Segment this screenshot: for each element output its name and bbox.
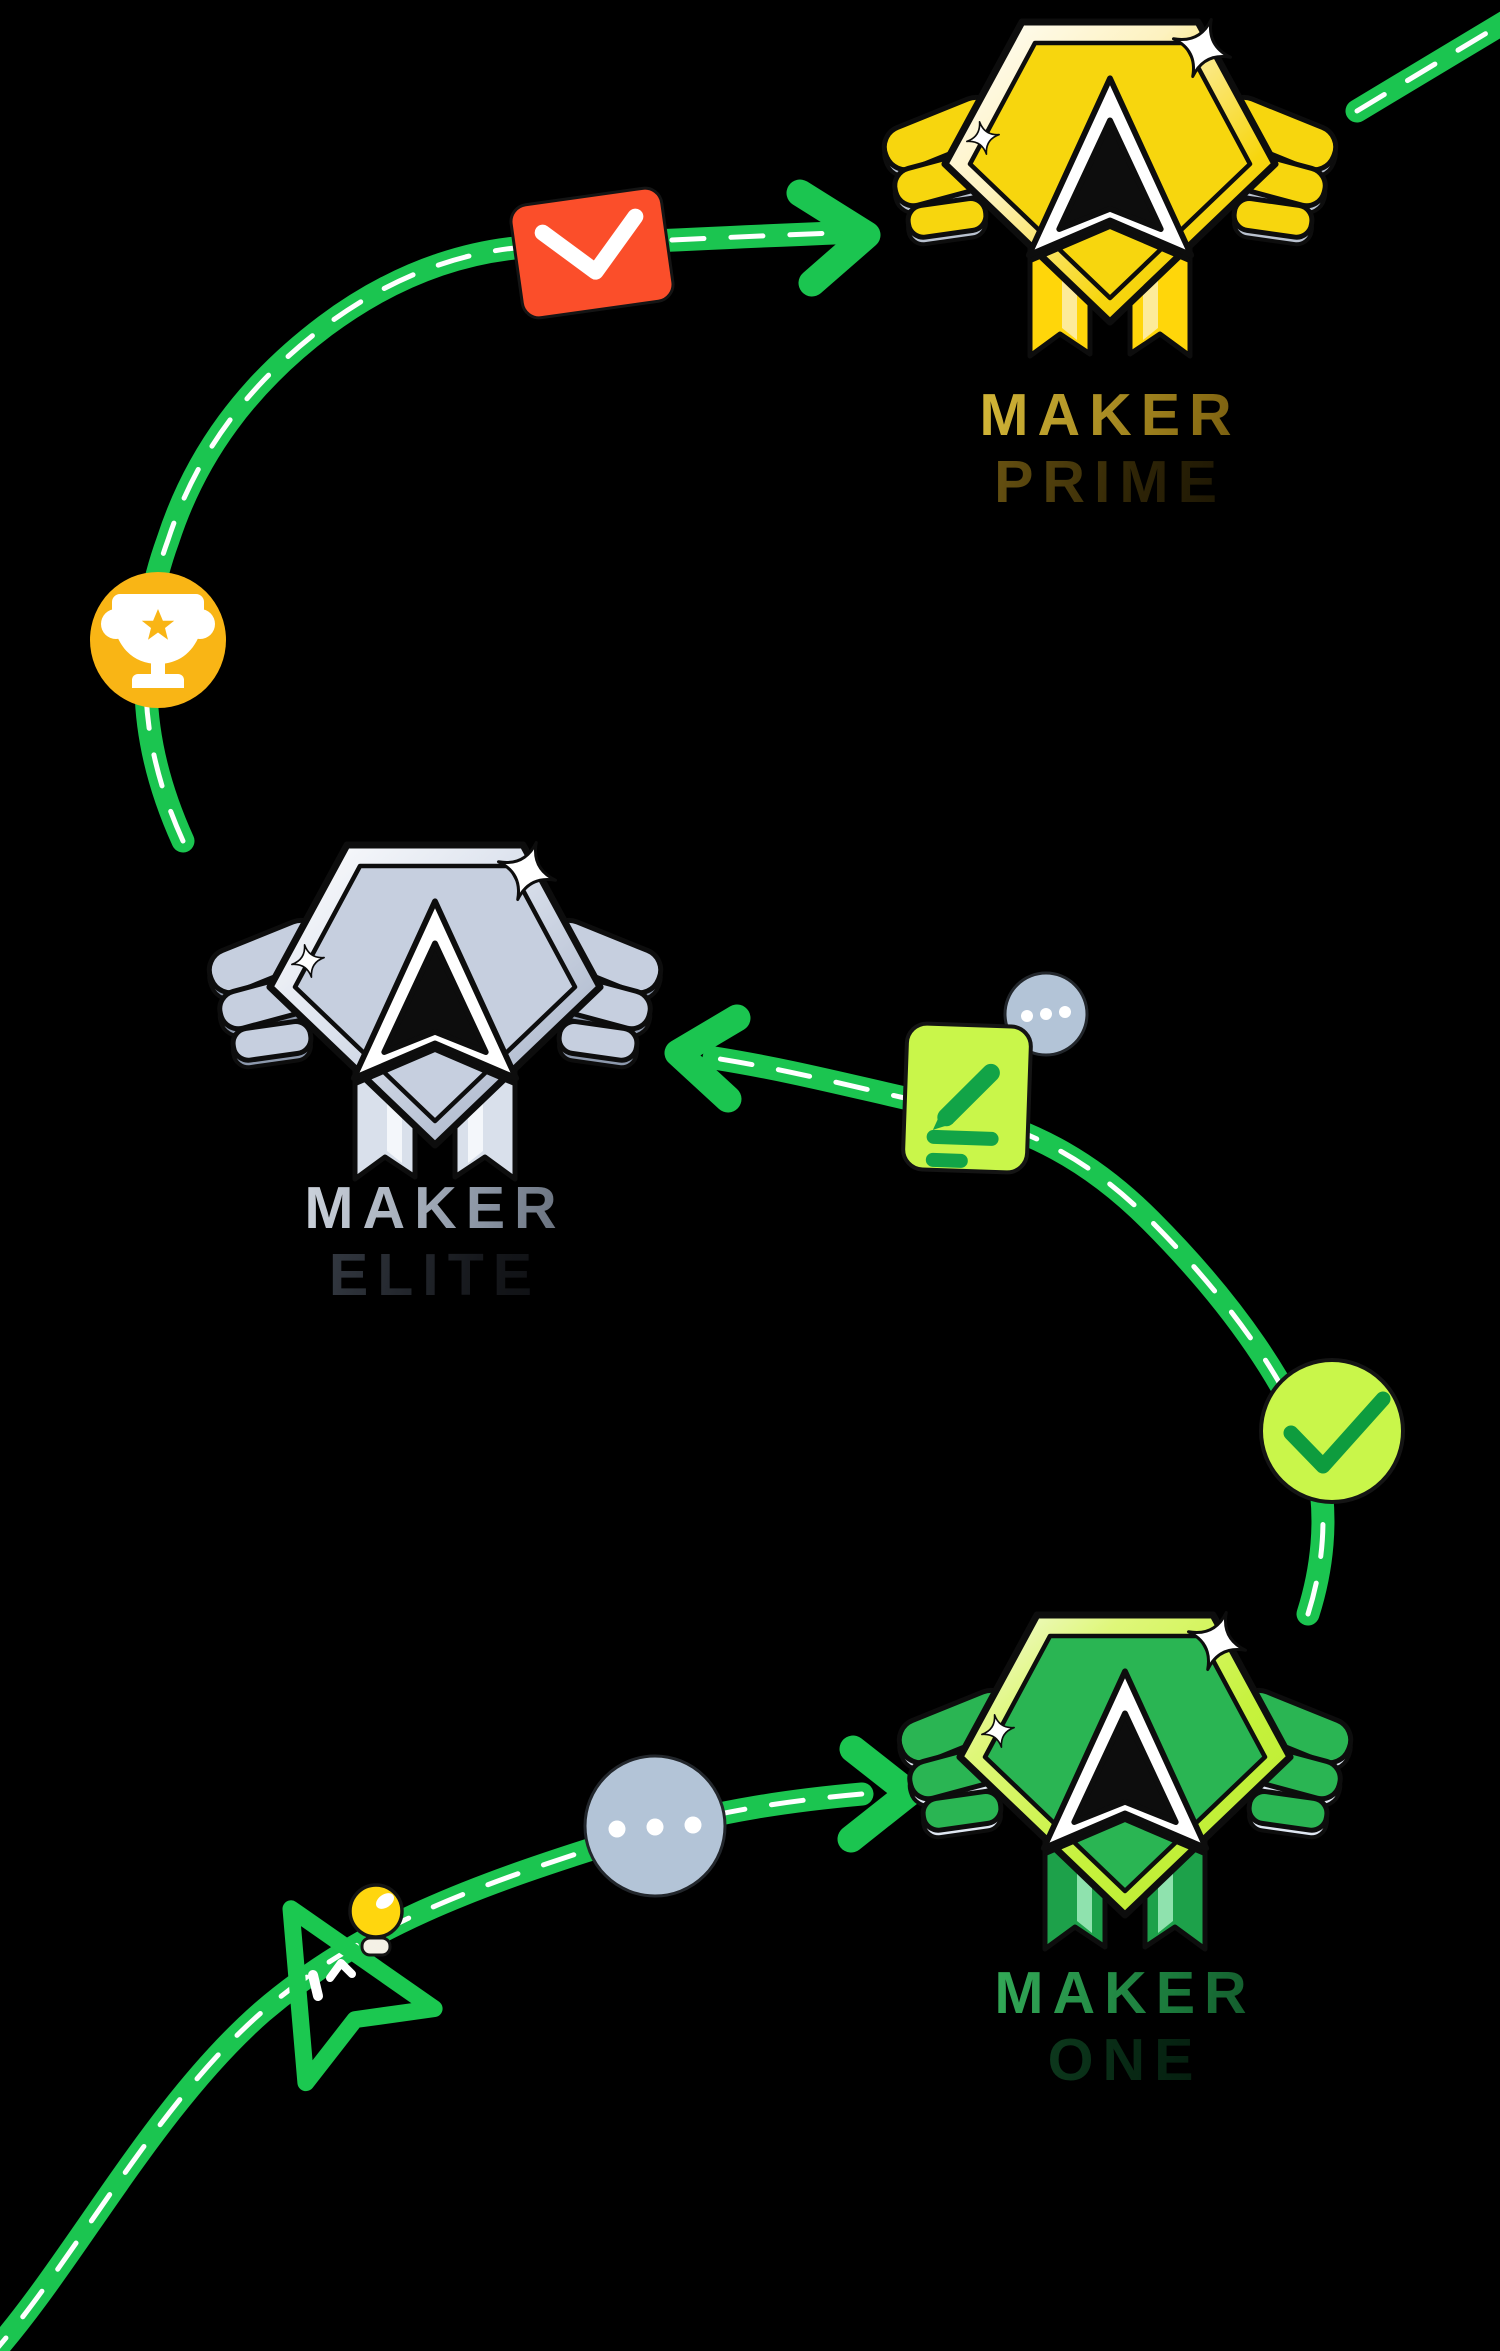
badge-label-maker-elite: MAKER ELITE: [205, 1175, 665, 1309]
badge-label-line1: MAKER: [895, 1960, 1355, 2027]
badge-maker-elite: [206, 840, 664, 1182]
sparkle-icon: [1186, 1610, 1248, 1672]
badge-maker-one: [896, 1610, 1354, 1952]
ellipsis-circle-large: [583, 1754, 727, 1898]
sparkle-icon: [496, 840, 558, 902]
sparkle-icon: [1171, 17, 1233, 79]
badge-label-line2: PRIME: [880, 449, 1340, 516]
path-arrowhead-to-prime: [786, 179, 881, 297]
maker-logo-icon: [1025, 75, 1195, 264]
note-pencil-icon: [901, 1021, 1033, 1175]
badge-label-line1: MAKER: [205, 1175, 665, 1242]
sparkle-icon: [981, 1714, 1015, 1748]
badge-label-maker-prime: MAKER PRIME: [880, 382, 1340, 516]
badge-label-line2: ONE: [895, 2027, 1355, 2094]
path-arrowhead-to-elite: [664, 1004, 751, 1113]
sparkle-icon: [291, 944, 325, 978]
wing-right-icon: [1219, 94, 1339, 247]
check-circle-icon: [1259, 1358, 1405, 1504]
maker-logo-icon: [1040, 1668, 1210, 1857]
badge-maker-prime: [881, 17, 1339, 359]
maker-logo-icon: [350, 898, 520, 1087]
trophy-icon: [90, 572, 226, 708]
badge-label-line1: MAKER: [880, 382, 1340, 449]
lightbulb-icon: [348, 1883, 404, 1957]
envelope-icon: [509, 186, 675, 320]
badge-label-maker-one: MAKER ONE: [895, 1960, 1355, 2094]
badge-label-line2: ELITE: [205, 1242, 665, 1309]
cursor-arrow-lightbulb-icon: [282, 1883, 443, 2092]
sparkle-icon: [966, 121, 1000, 155]
